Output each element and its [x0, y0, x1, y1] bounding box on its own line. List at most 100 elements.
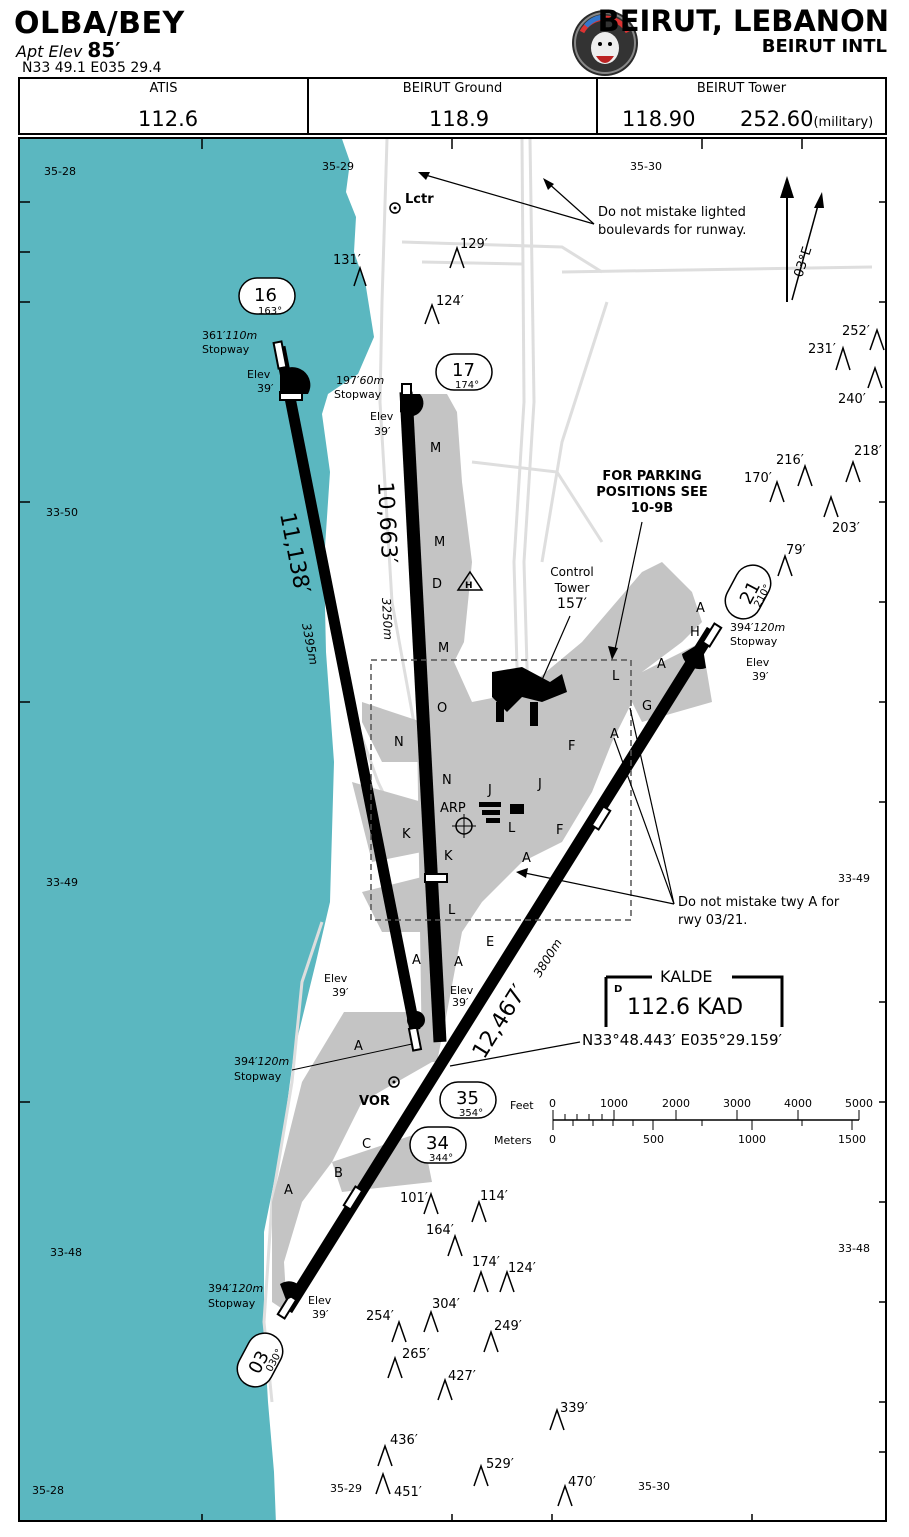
taxiway-F-1: F: [568, 739, 575, 754]
taxiway-A-6: A: [696, 601, 705, 616]
boulevard-note-box: Do not mistake lighted boulevards for ru…: [598, 205, 746, 238]
obstacles: 129′ 131′ 124′ 231′ 252′ 240′ 216′ 218′ …: [333, 237, 885, 1507]
terminal-building: [492, 667, 567, 712]
scale-meters-label: Meters: [494, 1134, 532, 1147]
taxiway-note: Do not mistake twy A for rwy 03/21.: [678, 895, 840, 928]
rwy-03-length-ft: 12,467′: [468, 980, 533, 1063]
rwy-34-bubble: [409, 1126, 467, 1164]
rwy-17-length-ft: 10,663′: [372, 481, 401, 564]
apt-elev-value: 85′: [87, 38, 121, 62]
stopway-16: [272, 340, 288, 370]
boulevards: [262, 139, 873, 1403]
runway-marker-03: [342, 1185, 364, 1211]
svg-text:218′: 218′: [854, 444, 882, 459]
grid-label-lat-49-right: 33-49: [838, 872, 870, 885]
kalde-vor-box: KALDE D 112.6 KAD N33°48.443′ E035°29.15…: [449, 967, 784, 1067]
stopway-21-word: Stopway: [730, 635, 778, 648]
svg-text:240′: 240′: [838, 392, 866, 407]
kalde-coordinates: N33°48.443′ E035°29.159′: [582, 1031, 783, 1049]
taxiway-O: O: [437, 701, 447, 716]
obstacle: 427′: [437, 1369, 476, 1401]
atis-label: ATIS: [149, 81, 178, 96]
taxiway-J-1: J: [487, 783, 492, 798]
svg-text:252′: 252′: [842, 324, 870, 339]
obstacle: 240′: [838, 365, 883, 407]
obstacle: 265′: [387, 1347, 430, 1379]
obstacle: 164′: [426, 1223, 463, 1257]
stopway-03: [276, 1294, 298, 1320]
obstacle: 249′: [483, 1319, 522, 1353]
obstacle: 451′: [375, 1471, 422, 1500]
elevation-labels: Elev 39′ Elev 39′ Elev 39′ Elev 39′ Elev…: [247, 368, 770, 1321]
taxiway-A-1: A: [412, 953, 421, 968]
svg-text:114′: 114′: [480, 1189, 508, 1204]
control-tower-elev: 157′: [557, 596, 587, 612]
obstacle: 131′: [333, 253, 367, 287]
taxiway-A-4: A: [610, 727, 619, 742]
taxiway-letters: M M D M O N N K K L A A A A A A B C E F …: [334, 441, 705, 1181]
scale-m-1500: 1500: [838, 1133, 866, 1146]
north-arrow-icon: 03°E: [780, 176, 824, 302]
hold-pad-03: [280, 1281, 304, 1300]
vor-label: VOR: [359, 1094, 390, 1109]
svg-text:231′: 231′: [808, 342, 836, 357]
obstacle: 339′: [549, 1401, 588, 1431]
obstacle: 216′: [776, 453, 813, 487]
taxiway-A-southwest: A: [284, 1183, 293, 1198]
svg-text:249′: 249′: [494, 1319, 522, 1334]
taxiway-A-5: A: [657, 657, 666, 672]
rwy-35-id: 35: [456, 1088, 479, 1109]
obstacle: 114′: [471, 1189, 508, 1223]
obstacle: 79′: [777, 543, 806, 577]
scale-m-500: 500: [643, 1133, 664, 1146]
svg-text:451′: 451′: [394, 1485, 422, 1500]
scale-ft-1000: 1000: [600, 1097, 628, 1110]
stopway-34-dim: 394′120m: [234, 1055, 289, 1068]
magnetic-variation: 03°E: [792, 245, 816, 279]
runways: [272, 340, 723, 1320]
runway-16-34: [274, 345, 421, 1032]
obstacle: 170′: [744, 471, 785, 503]
stopway-16-word: Stopway: [202, 343, 250, 356]
rwy-34-id: 34: [426, 1133, 449, 1154]
tower-label: BEIRUT Tower: [696, 81, 787, 96]
runway-17-35: [399, 391, 447, 1043]
elev-21-word: Elev: [746, 656, 770, 669]
parking-inset-box: [370, 659, 632, 921]
stopway-16-dim: 361′110m: [202, 329, 257, 342]
rwy-34-hdg: 344°: [429, 1153, 453, 1164]
elev-34-word: Elev: [324, 972, 348, 985]
taxiway-M-2: M: [434, 535, 445, 550]
hold-pad-16: [280, 367, 311, 394]
svg-text:101′: 101′: [400, 1191, 428, 1206]
stopway-03-dim: 394′120m: [208, 1282, 263, 1295]
svg-text:164′: 164′: [426, 1223, 454, 1238]
taxiway-N-2: N: [442, 773, 452, 788]
obstacle: 218′: [845, 444, 882, 483]
scale-feet-label: Feet: [510, 1099, 534, 1112]
taxiway-N-1: N: [394, 735, 404, 750]
taxiway-note-box: Do not mistake twy A for rwy 03/21.: [678, 895, 840, 928]
taxiway-L-3: L: [612, 669, 620, 684]
taxiway-K-1: K: [402, 827, 411, 842]
taxiway-A-3: A: [522, 851, 531, 866]
airport-coordinates: N33 49.1 E035 29.4: [22, 60, 162, 76]
obstacle: 254′: [366, 1309, 407, 1343]
helipad-icon: [456, 570, 484, 591]
rwy-16-bubble: [238, 277, 296, 315]
stopway-17-word: Stopway: [334, 388, 382, 401]
taxiway-M-1: M: [430, 441, 441, 456]
obstacle: 124′: [424, 294, 464, 325]
scale-ft-0: 0: [549, 1097, 556, 1110]
runway-marker-21: [590, 805, 612, 831]
grid-label-sw-lon: 35-28: [32, 1484, 64, 1497]
rwy-03-length-m: 3800m: [531, 936, 565, 979]
svg-text:265′: 265′: [402, 1347, 430, 1362]
hangar-1: [479, 802, 501, 807]
control-tower-label: Control Tower: [550, 565, 594, 595]
airport-diagram-svg: 35-28 35-29 35-30 33-50 33-49 33-49 33-4…: [20, 139, 885, 1520]
ground-label: BEIRUT Ground: [402, 81, 503, 96]
svg-text:470′: 470′: [568, 1475, 596, 1490]
hold-pad-17: [400, 394, 424, 417]
